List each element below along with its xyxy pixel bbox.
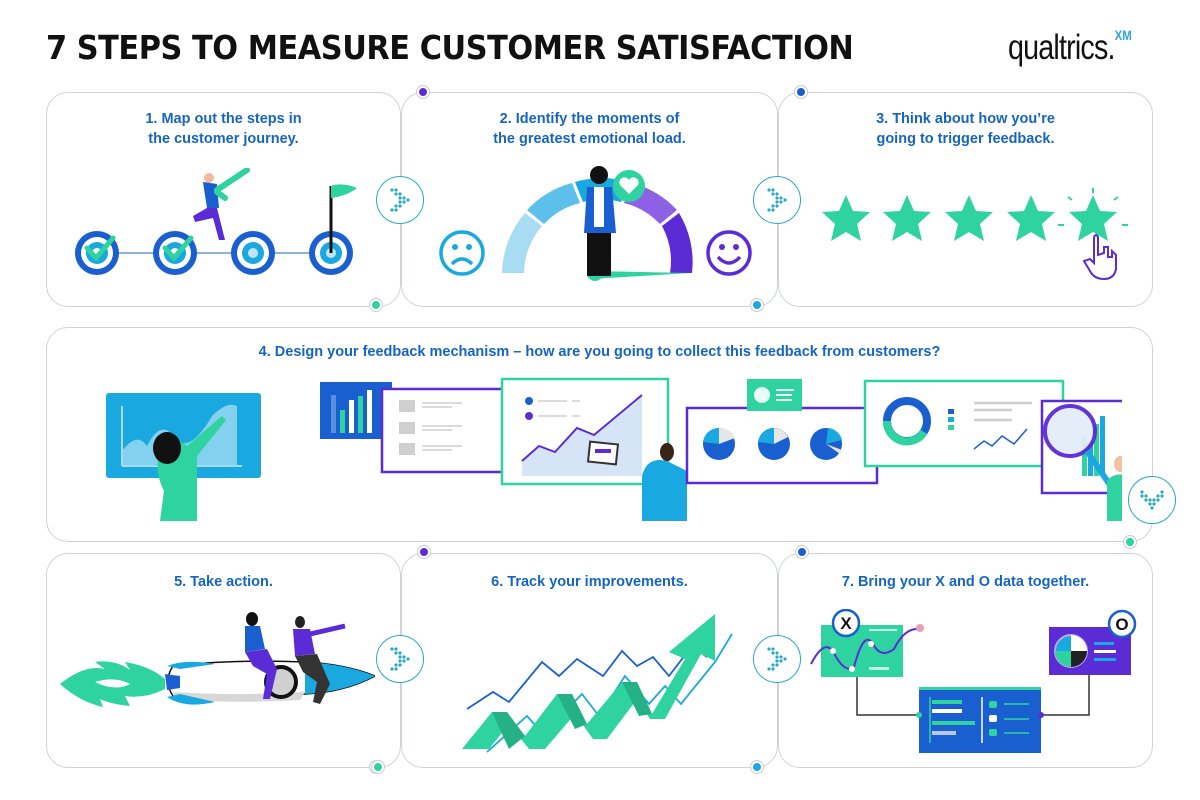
- next-step-arrow-5-6[interactable]: [376, 635, 424, 683]
- chevron-right-dotted-icon: [390, 188, 410, 212]
- step-6-title: 6. Track your improvements.: [491, 574, 688, 590]
- xo-data-illustration: X O: [810, 609, 1137, 753]
- step-card-3: 3. Think about how you’re going to trigg…: [778, 92, 1153, 307]
- step-2-title-line1: 2. Identify the moments of: [499, 111, 680, 127]
- connector-dot-blue: [751, 761, 763, 773]
- star-icon: [945, 195, 993, 241]
- connector-dot-blue: [795, 86, 807, 98]
- happy-face-icon: [706, 230, 752, 276]
- step-card-7: 7. Bring your X and O data together. X O: [778, 553, 1153, 768]
- connector-dot-green: [372, 761, 384, 773]
- connector-dot-green: [370, 299, 382, 311]
- next-step-arrow-2-3[interactable]: [753, 176, 801, 224]
- step-4-title: 4. Design your feedback mechanism – how …: [258, 344, 941, 360]
- emotion-gauge-illustration: [439, 166, 752, 281]
- woman-rider: [245, 612, 277, 699]
- star-icon: [883, 195, 931, 241]
- o-badge-label: O: [1115, 615, 1128, 634]
- feedback-dashboards-illustration: [106, 377, 1122, 521]
- step-card-4: 4. Design your feedback mechanism – how …: [46, 327, 1153, 542]
- connector-dot-green: [1124, 536, 1136, 548]
- x-badge-label: X: [840, 614, 852, 633]
- step-3-title-line2: going to trigger feedback.: [876, 131, 1055, 147]
- star-icon: [822, 195, 870, 241]
- rocket-illustration: [60, 612, 375, 707]
- runner-figure: [193, 168, 250, 240]
- logo-suffix: XM: [1114, 27, 1132, 44]
- step-1-title: 1. Map out the steps in the customer jou…: [47, 109, 400, 149]
- x-badge: X: [831, 609, 861, 638]
- target-icon: [75, 231, 119, 275]
- connector-dot-purple: [418, 546, 430, 558]
- logo-text: qualtrics.: [1008, 28, 1115, 67]
- connector-dot-blue: [751, 299, 763, 311]
- step-5-title: 5. Take action.: [174, 574, 273, 590]
- chevron-right-dotted-icon: [767, 188, 787, 212]
- step-card-1: 1. Map out the steps in the customer jou…: [46, 92, 401, 311]
- qualtrics-logo: qualtrics.XM: [1008, 27, 1132, 68]
- step-3-title: 3. Think about how you’re going to trigg…: [779, 109, 1152, 149]
- step-card-6: 6. Track your improvements.: [401, 553, 778, 773]
- pointer-hand-icon: [1082, 234, 1117, 281]
- step-card-2: 2. Identify the moments of the greatest …: [401, 92, 778, 311]
- o-badge: O: [1107, 609, 1137, 639]
- journey-targets-illustration: [75, 168, 357, 275]
- chevron-right-dotted-icon: [767, 647, 787, 671]
- pie-chart-icon: [703, 427, 735, 460]
- next-step-arrow-3-4[interactable]: [1128, 476, 1176, 524]
- star-icon: [1007, 195, 1055, 241]
- chevron-down-dotted-icon: [1140, 490, 1164, 510]
- step-1-title-line1: 1. Map out the steps in: [145, 111, 302, 127]
- star-rating-illustration: [822, 188, 1128, 281]
- chevron-right-dotted-icon: [390, 647, 410, 671]
- step-1-title-line2: the customer journey.: [148, 131, 299, 147]
- woman-figure: [584, 166, 616, 276]
- step-7-title: 7. Bring your X and O data together.: [841, 574, 1090, 590]
- step-2-title: 2. Identify the moments of the greatest …: [402, 109, 777, 149]
- heart-badge-icon: [613, 170, 645, 202]
- step-3-title-line1: 3. Think about how you’re: [876, 111, 1055, 127]
- connector-dot-blue: [796, 546, 808, 558]
- step-2-title-line2: the greatest emotional load.: [493, 131, 686, 147]
- star-icon: [1069, 195, 1117, 241]
- connector-dot-purple: [417, 86, 429, 98]
- next-step-arrow-6-7[interactable]: [753, 635, 801, 683]
- step-card-5: 5. Take action.: [46, 553, 401, 773]
- page-title: 7 STEPS TO MEASURE CUSTOMER SATISFACTION: [46, 28, 854, 67]
- sad-face-icon: [439, 230, 485, 276]
- next-step-arrow-1-2[interactable]: [376, 176, 424, 224]
- upward-trend-illustration: [462, 614, 733, 753]
- man-rider: [293, 616, 346, 704]
